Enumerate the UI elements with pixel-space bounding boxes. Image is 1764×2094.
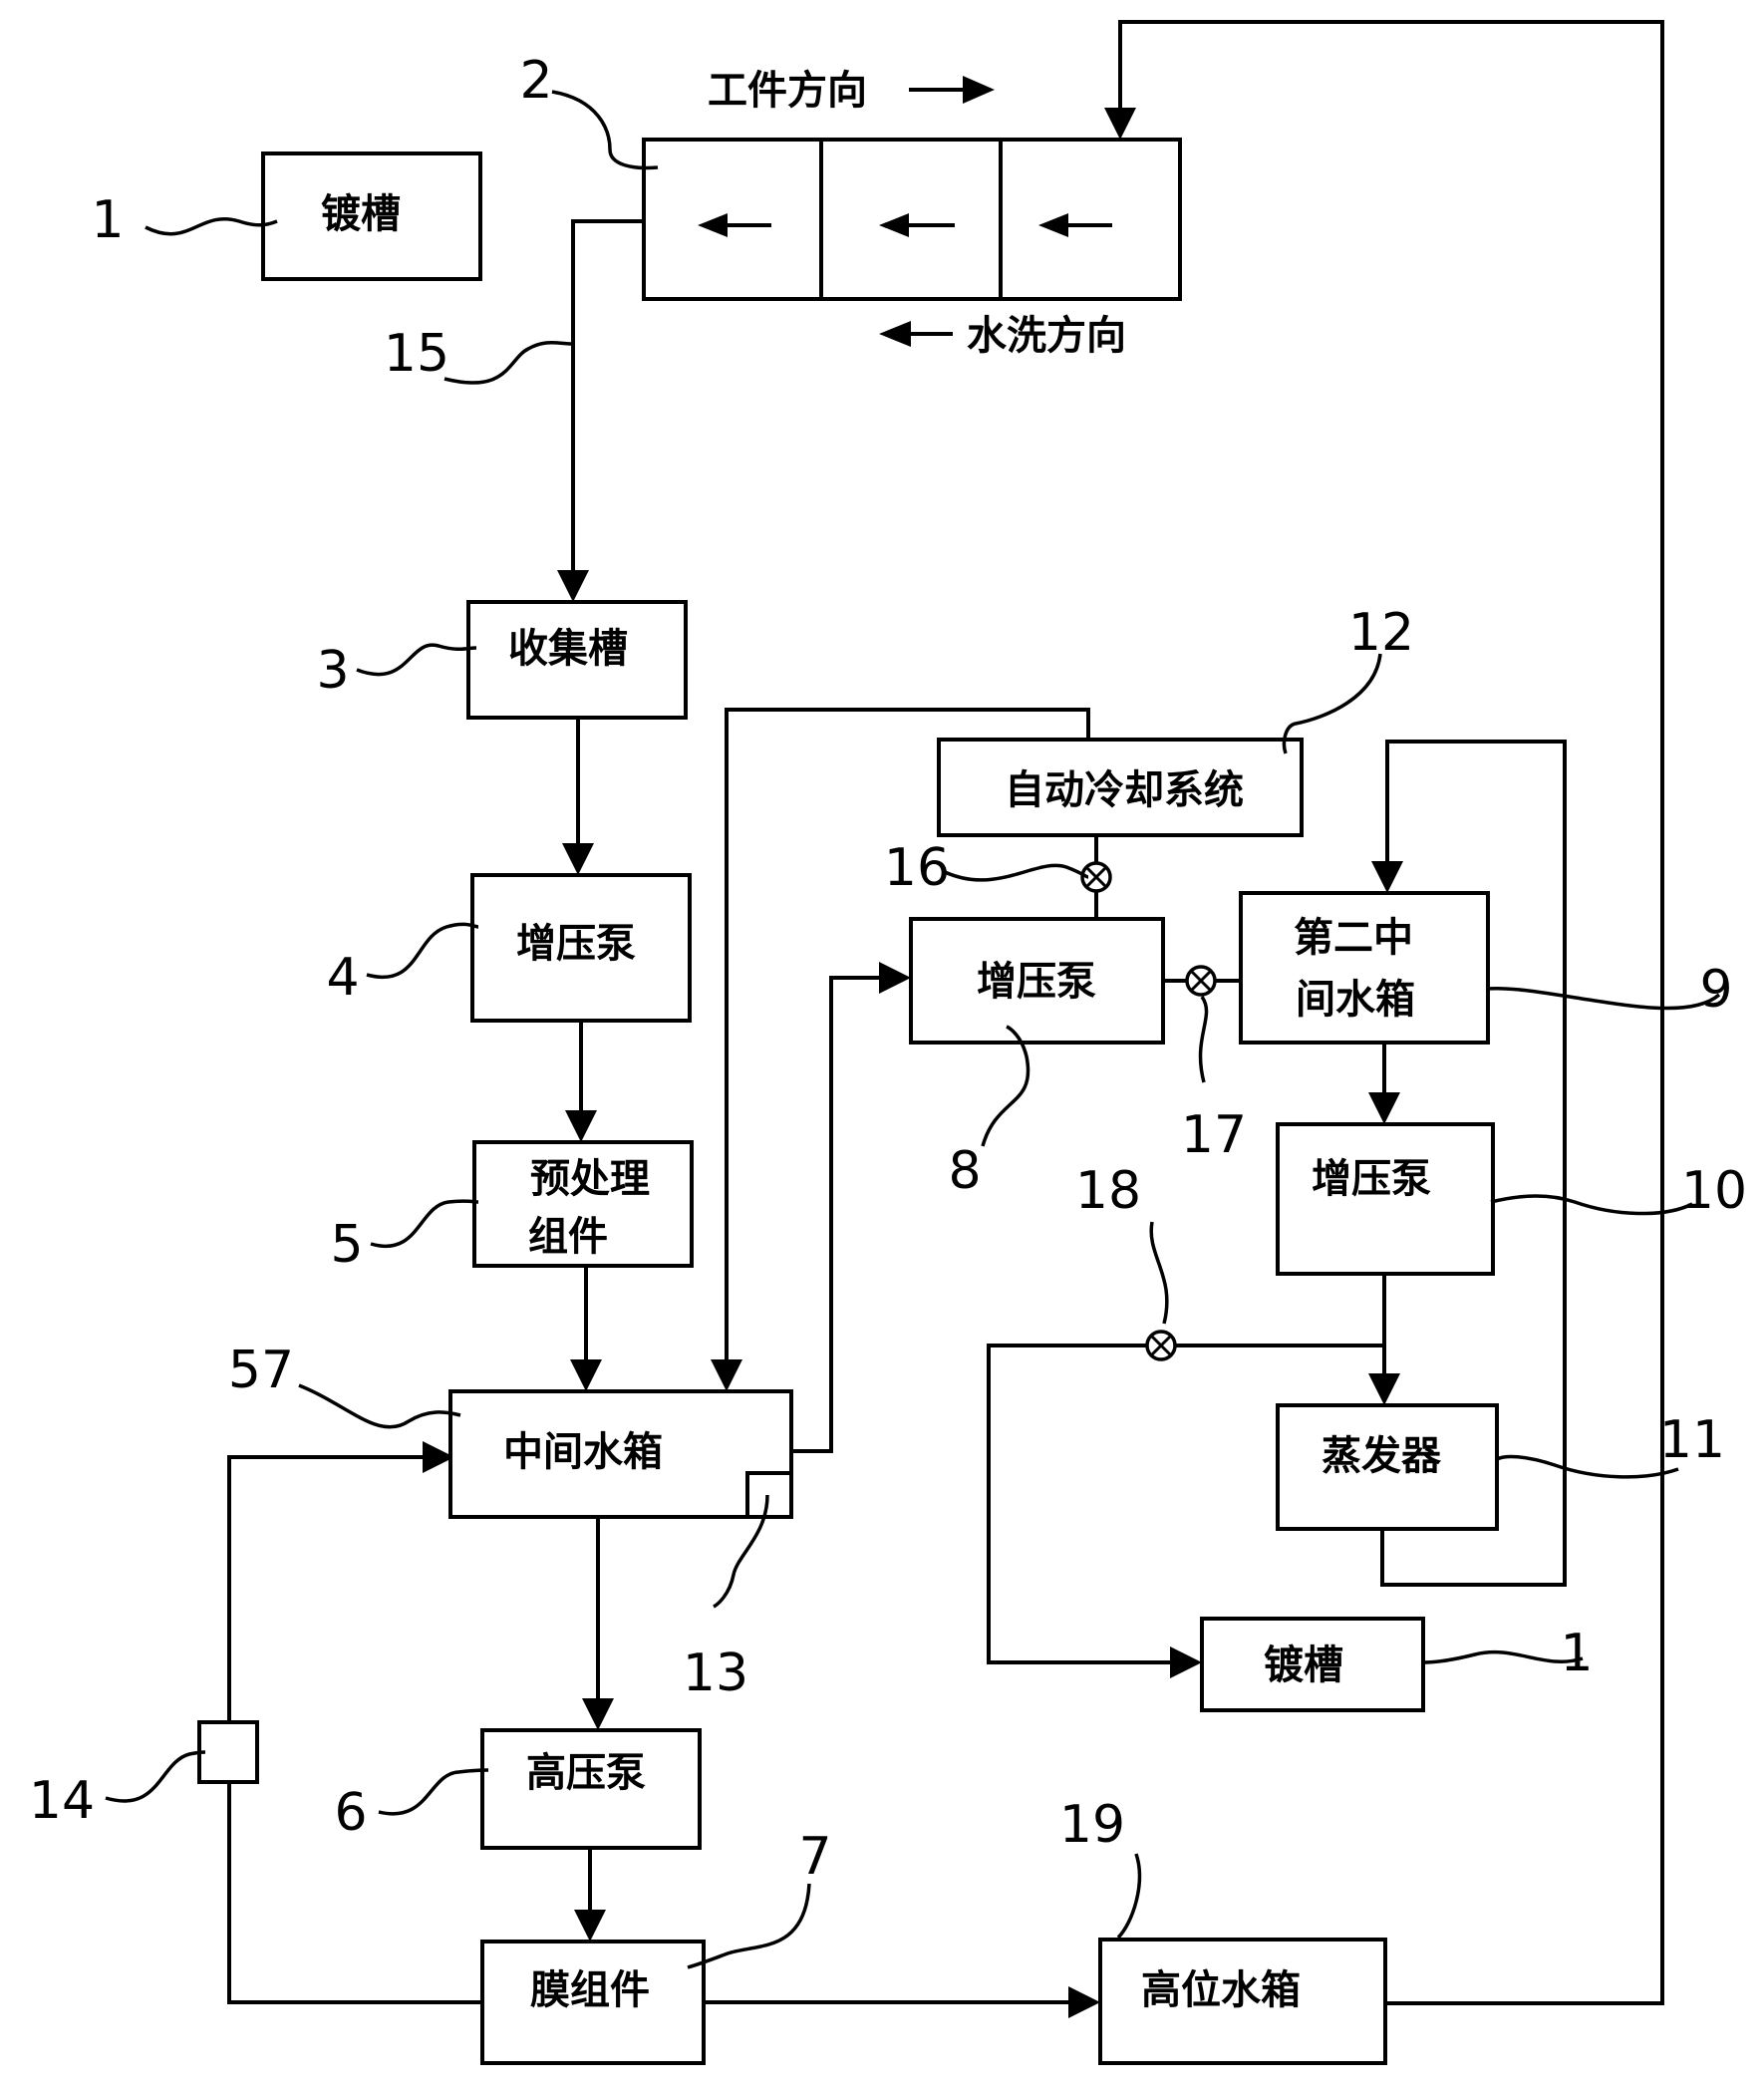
ref-1-bottom: 1 [1560, 1624, 1593, 1683]
arrow-into-2 [1104, 108, 1136, 140]
ref-1-top: 1 [91, 190, 124, 250]
sensor-13 [745, 1471, 793, 1519]
pretreatment-label-1: 预处理 [530, 1156, 650, 1202]
ref-12: 12 [1348, 603, 1414, 663]
arrow-into-57-from-5 [570, 1359, 602, 1391]
box-second-intermediate-tank: 第二中 间水箱 [1239, 891, 1490, 1045]
wash-direction-label: 水洗方向 [967, 313, 1126, 359]
ref-15: 15 [384, 324, 449, 384]
arrow-into-7 [574, 1910, 606, 1942]
wash-direction-annotation: 水洗方向 [879, 313, 1126, 359]
intermediate-tank-label: 中间水箱 [503, 1429, 663, 1475]
valve-17 [1185, 965, 1217, 997]
arrow-into-plating-bottom [1170, 1646, 1202, 1678]
collection-tank-label: 收集槽 [508, 626, 628, 672]
second-tank-label-2: 间水箱 [1296, 977, 1415, 1023]
arrow-into-6 [582, 1698, 614, 1730]
ref-5: 5 [330, 1215, 363, 1275]
ref-17: 17 [1181, 1105, 1247, 1165]
ref-10: 10 [1681, 1161, 1747, 1221]
ref-9: 9 [1699, 960, 1732, 1020]
box-auto-cooling: 自动冷却系统 [937, 738, 1304, 837]
flow-lines [227, 20, 1664, 2005]
booster-pump-8-label: 增压泵 [977, 959, 1096, 1005]
line-cooling-to-57 [725, 708, 1090, 1365]
box-rinse-tank [642, 138, 1182, 301]
high-level-tank-label: 高位水箱 [1141, 1967, 1301, 2013]
ref-13: 13 [683, 1644, 748, 1703]
flowmeter-14 [197, 1720, 259, 1784]
ref-19: 19 [1059, 1795, 1125, 1855]
arrow-into-11 [1368, 1373, 1400, 1405]
ref-18: 18 [1075, 1161, 1141, 1221]
line-7-to-57-return [227, 1455, 482, 2004]
pretreatment-label-2: 组件 [528, 1214, 608, 1260]
booster-pump-10-label: 增压泵 [1312, 1156, 1431, 1202]
box-plating-tank-top: 镀槽 [261, 151, 482, 281]
arrow-into-4 [562, 843, 594, 875]
arrow-into-3 [557, 570, 589, 602]
arrowheads [423, 108, 1403, 2018]
line-18-to-plating [987, 1344, 1384, 1664]
box-evaporator: 蒸发器 [1276, 1403, 1499, 1531]
plating-tank-top-label: 镀槽 [321, 191, 401, 237]
box-pretreatment: 预处理 组件 [472, 1140, 694, 1268]
auto-cooling-label: 自动冷却系统 [1005, 767, 1244, 813]
ref-2: 2 [519, 51, 552, 111]
box-high-pressure-pump: 高压泵 [480, 1728, 702, 1850]
line-11-loop-to-9 [1380, 740, 1567, 1587]
valve-18 [1145, 1330, 1177, 1361]
ref-57: 57 [228, 1341, 294, 1400]
second-tank-label-1: 第二中 [1294, 915, 1413, 961]
ref-4: 4 [326, 948, 359, 1008]
box-plating-tank-bottom: 镀槽 [1200, 1617, 1425, 1712]
workpiece-direction-annotation: 工件方向 [708, 68, 995, 114]
ref-8: 8 [948, 1141, 981, 1201]
ref-3: 3 [316, 641, 349, 701]
ref-11: 11 [1659, 1410, 1725, 1470]
arrow-into-19 [1068, 1986, 1100, 2018]
arrow-into-57-from-cooling [711, 1359, 742, 1391]
box-booster-pump-4: 增压泵 [470, 873, 692, 1023]
valve-16 [1080, 861, 1112, 893]
workpiece-direction-label: 工件方向 [708, 68, 867, 114]
leader-lines [105, 90, 1721, 1969]
line-19-to-2 [1118, 20, 1664, 2005]
high-pressure-pump-label: 高压泵 [526, 1750, 646, 1796]
reference-numbers: 1 2 15 3 4 5 57 13 14 6 7 8 17 9 10 12 1… [29, 51, 1747, 1887]
ref-6: 6 [334, 1783, 367, 1843]
ref-14: 14 [29, 1771, 95, 1831]
line-57-to-8 [791, 976, 883, 1453]
membrane-module-label: 膜组件 [530, 1967, 650, 2013]
ref-7: 7 [798, 1827, 831, 1887]
box-booster-pump-8: 增压泵 [909, 917, 1165, 1045]
arrow-into-9 [1371, 861, 1403, 893]
box-booster-pump-10: 增压泵 [1276, 1122, 1495, 1276]
ref-16: 16 [884, 838, 950, 898]
box-intermediate-tank: 中间水箱 [448, 1389, 793, 1519]
pipe-15 [571, 219, 644, 576]
arrow-into-5 [565, 1110, 597, 1142]
arrow-into-10 [1368, 1092, 1400, 1124]
box-high-level-tank: 高位水箱 [1098, 1938, 1387, 2065]
booster-pump-4-label: 增压泵 [516, 921, 636, 967]
arrow-into-57-return [423, 1441, 454, 1473]
box-membrane-module: 膜组件 [480, 1940, 706, 2065]
box-collection-tank: 收集槽 [466, 600, 688, 720]
arrow-into-8 [879, 962, 911, 994]
evaporator-label: 蒸发器 [1322, 1433, 1442, 1479]
plating-tank-bottom-label: 镀槽 [1264, 1643, 1343, 1688]
